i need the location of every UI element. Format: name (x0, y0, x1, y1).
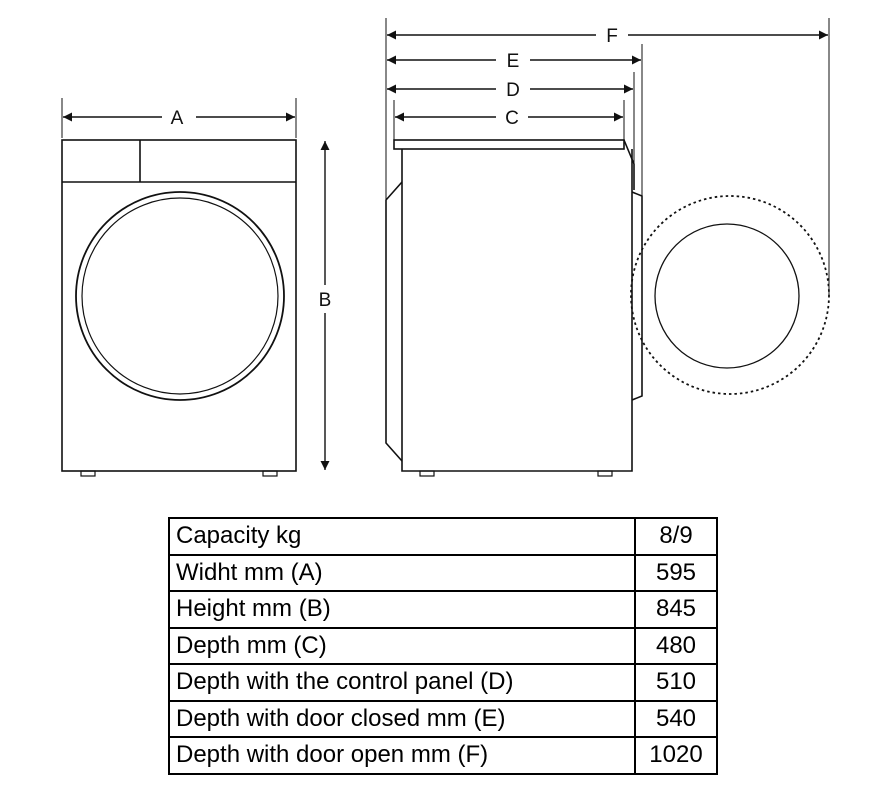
dimension-d-label: D (506, 80, 520, 101)
spec-row: Depth with door open mm (F)1020 (168, 736, 718, 775)
front-view (61, 139, 297, 477)
spec-parameter: Depth with door closed mm (E) (168, 699, 636, 738)
spec-value: 845 (634, 590, 718, 629)
dimension-f-label: F (606, 26, 618, 47)
dimension-a-label: A (171, 108, 184, 129)
side-view (385, 139, 830, 477)
dimension-d (385, 72, 635, 200)
dimension-e (387, 44, 643, 196)
side-top-panel (393, 139, 625, 150)
spec-row: Height mm (B)845 (168, 590, 718, 629)
spec-parameter: Depth mm (C) (168, 626, 636, 665)
dimension-b-label: B (319, 290, 332, 311)
side-left-foot (419, 470, 435, 477)
spec-value: 595 (634, 553, 718, 592)
spec-value: 8/9 (634, 517, 718, 556)
spec-parameter: Depth with door open mm (F) (168, 736, 636, 775)
door-open-glass (654, 223, 800, 369)
dimension-c-label: C (505, 108, 519, 129)
spec-value: 540 (634, 699, 718, 738)
dimension-e-label: E (507, 51, 520, 72)
spec-row: Widht mm (A)595 (168, 553, 718, 592)
dimension-f (385, 18, 830, 296)
dimension-a (61, 98, 297, 138)
front-left-foot (80, 470, 96, 477)
dimension-c (393, 100, 625, 140)
spec-row: Depth with the control panel (D)510 (168, 663, 718, 702)
front-door-inner (81, 197, 279, 395)
front-body (61, 139, 297, 472)
spec-value: 1020 (634, 736, 718, 775)
spec-value: 510 (634, 663, 718, 702)
dryer-dimension-diagram: A B C D E (61, 18, 830, 477)
spec-row: Depth with door closed mm (E)540 (168, 699, 718, 738)
front-door-outer (75, 191, 285, 401)
side-body (401, 149, 633, 472)
spec-value: 480 (634, 626, 718, 665)
front-right-foot (262, 470, 278, 477)
spec-row: Depth mm (C)480 (168, 626, 718, 665)
side-right-foot (597, 470, 613, 477)
spec-parameter: Capacity kg (168, 517, 636, 556)
spec-parameter: Height mm (B) (168, 590, 636, 629)
spec-parameter: Widht mm (A) (168, 553, 636, 592)
side-back-edge (385, 181, 403, 462)
spec-parameter: Depth with the control panel (D) (168, 663, 636, 702)
side-door-closed (631, 191, 643, 401)
